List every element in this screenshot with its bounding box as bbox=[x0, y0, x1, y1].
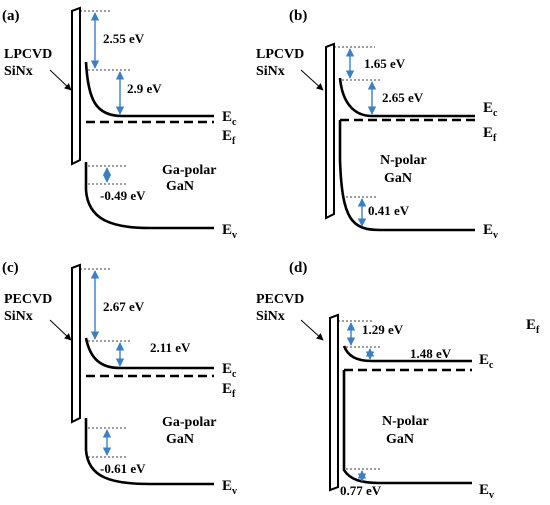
panel-c-tag: (c) bbox=[2, 260, 19, 276]
panel-d-valence-bend-value: 0.77 eV bbox=[340, 483, 382, 498]
panel-c-valence-band bbox=[84, 418, 214, 486]
panel-d: (d) PECVD SiNx 1.29 eV 1.48 eV 0.77 eV N… bbox=[256, 260, 540, 501]
panel-b-pointer-arrow bbox=[300, 69, 324, 91]
panel-a-barrier-value: 2.55 eV bbox=[103, 31, 145, 46]
panel-a: (a) LPCVD SiNx 2.55 eV 2.9 eV -0.49 eV G… bbox=[2, 6, 237, 241]
panel-a-dielectric-name: LPCVD bbox=[4, 47, 52, 62]
panel-d-material-polarity: N-polar bbox=[382, 414, 429, 429]
panel-b-material-polarity: N-polar bbox=[380, 153, 427, 168]
panel-a-dielectric-material: SiNx bbox=[4, 64, 33, 79]
panel-b-conduction-band bbox=[338, 77, 475, 118]
panel-b-ef-label: Ef bbox=[483, 125, 497, 144]
panel-b-valence-bend-value: 0.41 eV bbox=[368, 203, 410, 218]
panel-b-insulator-barrier bbox=[325, 42, 335, 220]
panel-b-ec-label: Ec bbox=[483, 100, 498, 119]
panel-d-dielectric-material: SiNx bbox=[256, 309, 285, 324]
panel-a-valence-band bbox=[84, 162, 214, 230]
panel-d-material-name: GaN bbox=[386, 432, 414, 447]
panel-c-dielectric-name: PECVD bbox=[4, 292, 52, 307]
panel-a-ev-label: Ev bbox=[222, 222, 237, 241]
panel-a-conduction-bend-value: 2.9 eV bbox=[127, 81, 162, 96]
panel-a-conduction-band bbox=[84, 61, 214, 118]
panel-d-barrier-value: 1.29 eV bbox=[362, 322, 404, 337]
panel-a-ec-label: Ec bbox=[222, 109, 237, 128]
panel-b-valence-band bbox=[338, 120, 475, 232]
panel-a-material-polarity: Ga-polar bbox=[162, 163, 216, 178]
panel-b-material-name: GaN bbox=[384, 171, 412, 186]
panel-c: (c) PECVD SiNx 2.67 eV 2.11 eV -0.61 eV … bbox=[2, 260, 237, 497]
panel-d-dielectric-name: PECVD bbox=[256, 292, 304, 307]
panel-c-dielectric-material: SiNx bbox=[4, 309, 33, 324]
panel-a-insulator-barrier bbox=[71, 6, 81, 166]
panel-d-ec-label: Ec bbox=[479, 352, 494, 371]
panel-b-ev-label: Ev bbox=[483, 222, 498, 241]
panel-a-ef-label: Ef bbox=[222, 128, 236, 147]
panel-c-material-polarity: Ga-polar bbox=[162, 415, 216, 430]
panel-a-pointer-arrow bbox=[49, 69, 72, 91]
panel-d-pointer-arrow bbox=[300, 319, 324, 341]
panel-c-pointer-arrow bbox=[49, 319, 72, 341]
panel-c-insulator-barrier bbox=[71, 263, 81, 424]
panel-d-conduction-bend-value: 1.48 eV bbox=[410, 346, 452, 361]
panel-b-conduction-bend-value: 2.65 eV bbox=[382, 90, 424, 105]
panel-d-ef-label: Ef bbox=[526, 317, 540, 336]
panel-d-tag: (d) bbox=[289, 260, 307, 276]
panel-d-conduction-band bbox=[342, 345, 472, 363]
panel-b-dielectric-material: SiNx bbox=[256, 64, 285, 79]
panel-c-material-name: GaN bbox=[166, 432, 194, 447]
panel-d-valence-band bbox=[342, 370, 472, 485]
panel-c-conduction-band bbox=[84, 337, 214, 370]
panel-c-ef-label: Ef bbox=[222, 381, 236, 400]
panel-c-valence-bend-value: -0.61 eV bbox=[100, 461, 146, 476]
panel-c-ev-label: Ev bbox=[222, 478, 237, 497]
panel-d-ev-label: Ev bbox=[479, 482, 494, 501]
panel-d-insulator-barrier bbox=[329, 313, 339, 492]
panel-b-barrier-value: 1.65 eV bbox=[364, 56, 406, 71]
panel-a-material-name: GaN bbox=[166, 179, 194, 194]
panel-b-dielectric-name: LPCVD bbox=[256, 47, 304, 62]
panel-c-barrier-value: 2.67 eV bbox=[103, 299, 145, 314]
panel-b-tag: (b) bbox=[289, 8, 307, 24]
panel-a-valence-bend-value: -0.49 eV bbox=[100, 188, 146, 203]
panel-c-ec-label: Ec bbox=[222, 361, 237, 380]
panel-b: (b) LPCVD SiNx 1.65 eV 2.65 eV 0.41 eV N… bbox=[256, 8, 498, 241]
panel-a-tag: (a) bbox=[2, 8, 20, 24]
panel-c-conduction-bend-value: 2.11 eV bbox=[150, 340, 191, 355]
